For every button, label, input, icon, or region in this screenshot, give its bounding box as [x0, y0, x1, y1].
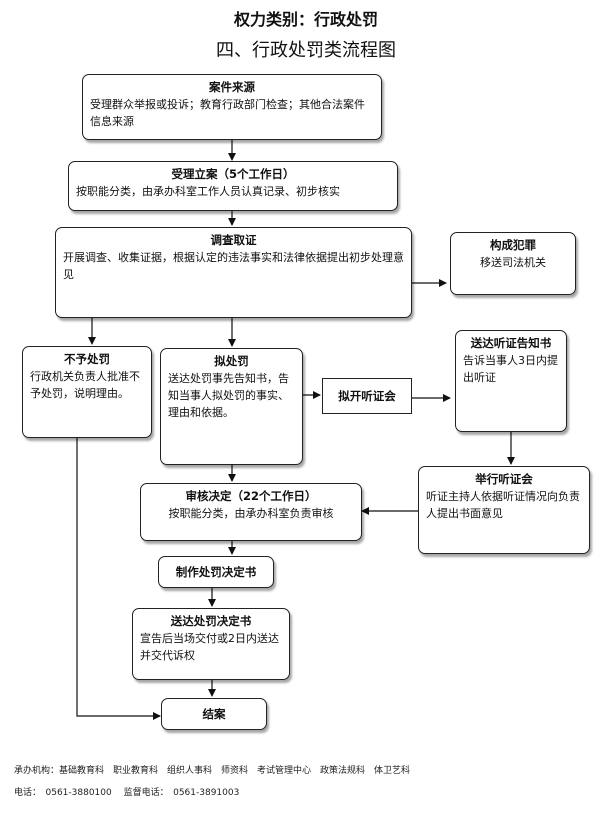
node-close-case: 结案 — [161, 698, 267, 730]
node-proposed-penalty: 拟处罚 送达处罚事先告知书，告知当事人拟处罚的事实、理由和依据。 — [160, 348, 303, 465]
node-hearing-notice: 送达听证告知书 告诉当事人3日内提出听证 — [455, 330, 567, 432]
node-title: 拟开听证会 — [338, 389, 396, 403]
node-body: 开展调查、收集证据，根据认定的违法事实和法律依据提出初步处理意见 — [63, 251, 404, 281]
node-make-decision: 制作处罚决定书 — [158, 556, 274, 588]
node-body: 移送司法机关 — [480, 256, 546, 269]
node-title: 举行听证会 — [475, 472, 533, 486]
footer-units: 承办机构：基础教育科 职业教育科 组织人事科 师资科 考试管理中心 政策法规科 … — [14, 766, 411, 776]
node-title: 送达处罚决定书 — [170, 614, 252, 628]
node-body: 按职能分类，由承办科室工作人员认真记录、初步核实 — [76, 185, 340, 198]
node-title: 审核决定（22个工作日） — [185, 489, 317, 503]
node-case-filing: 受理立案（5个工作日） 按职能分类，由承办科室工作人员认真记录、初步核实 — [68, 161, 398, 211]
node-body: 宣告后当场交付或2日内送达并交代诉权 — [140, 632, 279, 662]
node-title: 不予处罚 — [64, 352, 110, 366]
node-review-decision: 审核决定（22个工作日） 按职能分类，由承办科室负责审核 — [140, 483, 362, 541]
node-body: 受理群众举报或投诉；教育行政部门检查；其他合法案件信息来源 — [90, 98, 365, 128]
node-title: 受理立案（5个工作日） — [171, 167, 295, 181]
node-case-source: 案件来源 受理群众举报或投诉；教育行政部门检查；其他合法案件信息来源 — [82, 74, 382, 140]
node-deliver-decision: 送达处罚决定书 宣告后当场交付或2日内送达并交代诉权 — [132, 608, 290, 680]
node-body: 告诉当事人3日内提出听证 — [463, 354, 558, 384]
chart-subtitle: 四、行政处罚类流程图 — [216, 40, 396, 61]
node-title: 案件来源 — [209, 80, 255, 94]
page-title: 权力类别：行政处罚 — [233, 10, 378, 29]
node-body: 按职能分类，由承办科室负责审核 — [168, 507, 334, 520]
node-title: 制作处罚决定书 — [175, 564, 257, 579]
node-hearing-hold: 举行听证会 听证主持人依据听证情况向负责人提出书面意见 — [418, 466, 590, 554]
node-crime: 构成犯罪 移送司法机关 — [450, 232, 576, 295]
node-title: 拟处罚 — [214, 354, 249, 368]
node-no-penalty: 不予处罚 行政机关负责人批准不予处罚，说明理由。 — [22, 346, 152, 438]
node-body: 行政机关负责人批准不予处罚，说明理由。 — [30, 370, 140, 400]
node-hearing-plan: 拟开听证会 — [322, 378, 412, 414]
node-body: 听证主持人依据听证情况向负责人提出书面意见 — [426, 490, 580, 520]
arrow-no-penalty-to-close — [76, 438, 161, 720]
node-investigation: 调查取证 开展调查、收集证据，根据认定的违法事实和法律依据提出初步处理意见 — [55, 227, 412, 318]
node-title: 调查取证 — [210, 233, 257, 247]
node-title: 结案 — [202, 706, 226, 721]
node-body: 送达处罚事先告知书，告知当事人拟处罚的事实、理由和依据。 — [168, 372, 289, 419]
footer-phones: 电话： 0561-3880100 监督电话： 0561-3891003 — [14, 788, 240, 798]
node-title: 送达听证告知书 — [470, 336, 552, 350]
node-title: 构成犯罪 — [490, 238, 536, 252]
